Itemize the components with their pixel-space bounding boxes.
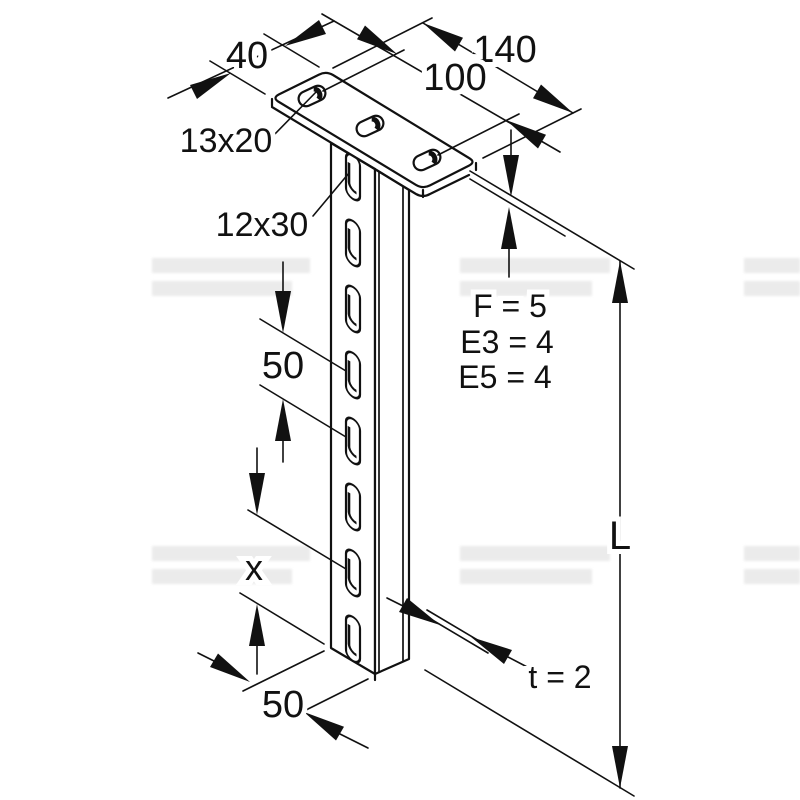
bottom-offset-label: x bbox=[245, 547, 263, 588]
plate-slot-size-label: 13x20 bbox=[180, 122, 273, 160]
dimension-channel-width: 50 bbox=[197, 650, 369, 749]
dimension-overall-length: L bbox=[424, 260, 636, 797]
callout-plate-thickness: F = 5 E3 = 4 E5 = 4 bbox=[453, 129, 635, 400]
dimension-plate-length: 140 bbox=[332, 17, 582, 159]
thickness-f-label: F = 5 bbox=[473, 288, 547, 324]
channel-slot bbox=[344, 416, 362, 466]
channel-slot bbox=[344, 482, 362, 532]
hole-spacing-label: 100 bbox=[423, 57, 486, 99]
channel-slot bbox=[344, 614, 362, 664]
top-plate bbox=[270, 71, 478, 199]
channel-slot bbox=[344, 218, 362, 268]
channel-slot bbox=[344, 350, 362, 400]
overall-length-label: L bbox=[609, 514, 631, 558]
plate-width-label: 40 bbox=[226, 35, 268, 77]
thickness-e3-label: E3 = 4 bbox=[460, 324, 553, 360]
channel-profile bbox=[329, 141, 411, 682]
callout-wall-thickness: t = 2 bbox=[386, 597, 597, 700]
channel-width-label: 50 bbox=[262, 684, 304, 726]
callout-plate-slot: 13x20 bbox=[175, 89, 319, 165]
plate-holes bbox=[297, 84, 442, 172]
dimension-slot-pitch: 50 bbox=[257, 261, 347, 463]
channel-slot bbox=[344, 548, 362, 598]
plate-length-label: 140 bbox=[473, 29, 536, 71]
callout-channel-slot: 12x30 bbox=[211, 172, 350, 249]
slot-pitch-label: 50 bbox=[262, 345, 304, 387]
channel-slot bbox=[344, 284, 362, 334]
wall-thickness-label: t = 2 bbox=[528, 659, 591, 695]
channel-slot-size-label: 12x30 bbox=[216, 206, 309, 244]
channel-slots bbox=[344, 152, 362, 664]
dimension-plate-width: 40 bbox=[167, 20, 335, 99]
watermark bbox=[152, 258, 800, 584]
dimension-hole-spacing: 100 bbox=[321, 13, 561, 156]
thickness-e5-label: E5 = 4 bbox=[458, 359, 551, 395]
